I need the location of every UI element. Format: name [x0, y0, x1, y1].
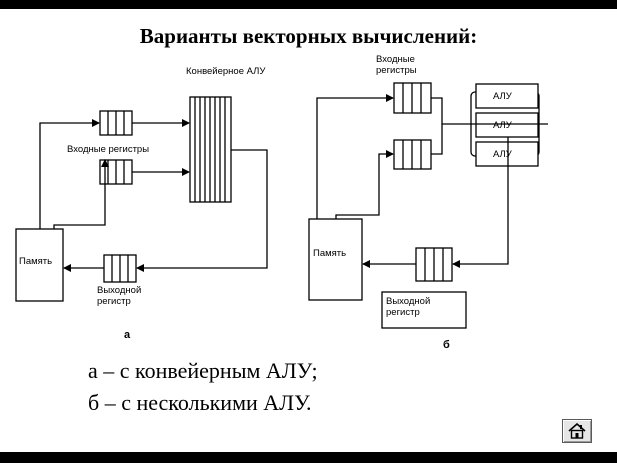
- home-icon: [568, 423, 586, 439]
- diagram-b: [308, 82, 548, 329]
- diagram-a-sublabel: а: [124, 329, 131, 341]
- memory-label-a: Память: [19, 256, 53, 267]
- pipelined-alu-label-a: Конвейерное АЛУ: [186, 66, 266, 77]
- arrow-memory-to-reg1: [39, 119, 100, 229]
- bus-reg1-to-alus: [431, 97, 548, 125]
- arrow-alu-to-output-reg: [136, 149, 268, 272]
- input-register-a-1: [99, 110, 133, 136]
- memory-box-b: [308, 218, 363, 301]
- arrow-memory-to-reg2-b: [335, 150, 394, 219]
- caption-b: б – с несколькими АЛУ.: [88, 390, 312, 415]
- input-registers-label-a: Входные регистры: [67, 144, 150, 155]
- pipelined-alu-a: [189, 96, 232, 203]
- arrow-alus-to-output-reg: [452, 137, 509, 268]
- bus-reg2-to-alus: [431, 124, 443, 155]
- home-button[interactable]: [562, 419, 592, 443]
- alu-box-1: [475, 83, 539, 109]
- output-register-label-frame-b: [381, 291, 467, 329]
- output-register-a: [103, 254, 137, 283]
- output-register-label-a: Выходной регистр: [97, 285, 142, 307]
- alu-label-3: АЛУ: [493, 149, 512, 160]
- input-register-b-1: [393, 82, 432, 114]
- bottom-border-bar: [0, 452, 617, 463]
- diagram-b-sublabel: б: [443, 339, 450, 351]
- top-border-bar: [0, 0, 617, 9]
- slide-title: Варианты векторных вычислений:: [139, 24, 478, 48]
- alu-box-3: [475, 141, 539, 167]
- output-register-b: [415, 247, 453, 282]
- arrow-memory-to-reg1-b: [316, 94, 394, 219]
- alu-label-1: АЛУ: [493, 91, 512, 102]
- memory-label-b: Память: [313, 248, 347, 259]
- input-registers-label-b: Входные регистры: [376, 54, 417, 76]
- diagram-a: [15, 96, 268, 302]
- output-register-label-b: Выходной регистр: [386, 296, 431, 318]
- alu-label-2: АЛУ: [493, 120, 512, 131]
- memory-box-a: [15, 228, 64, 302]
- caption-a: а – с конвейерным АЛУ;: [88, 358, 318, 383]
- alu-box-2: [475, 112, 539, 138]
- input-register-b-2: [393, 139, 432, 170]
- arrow-memory-to-reg2: [53, 159, 109, 229]
